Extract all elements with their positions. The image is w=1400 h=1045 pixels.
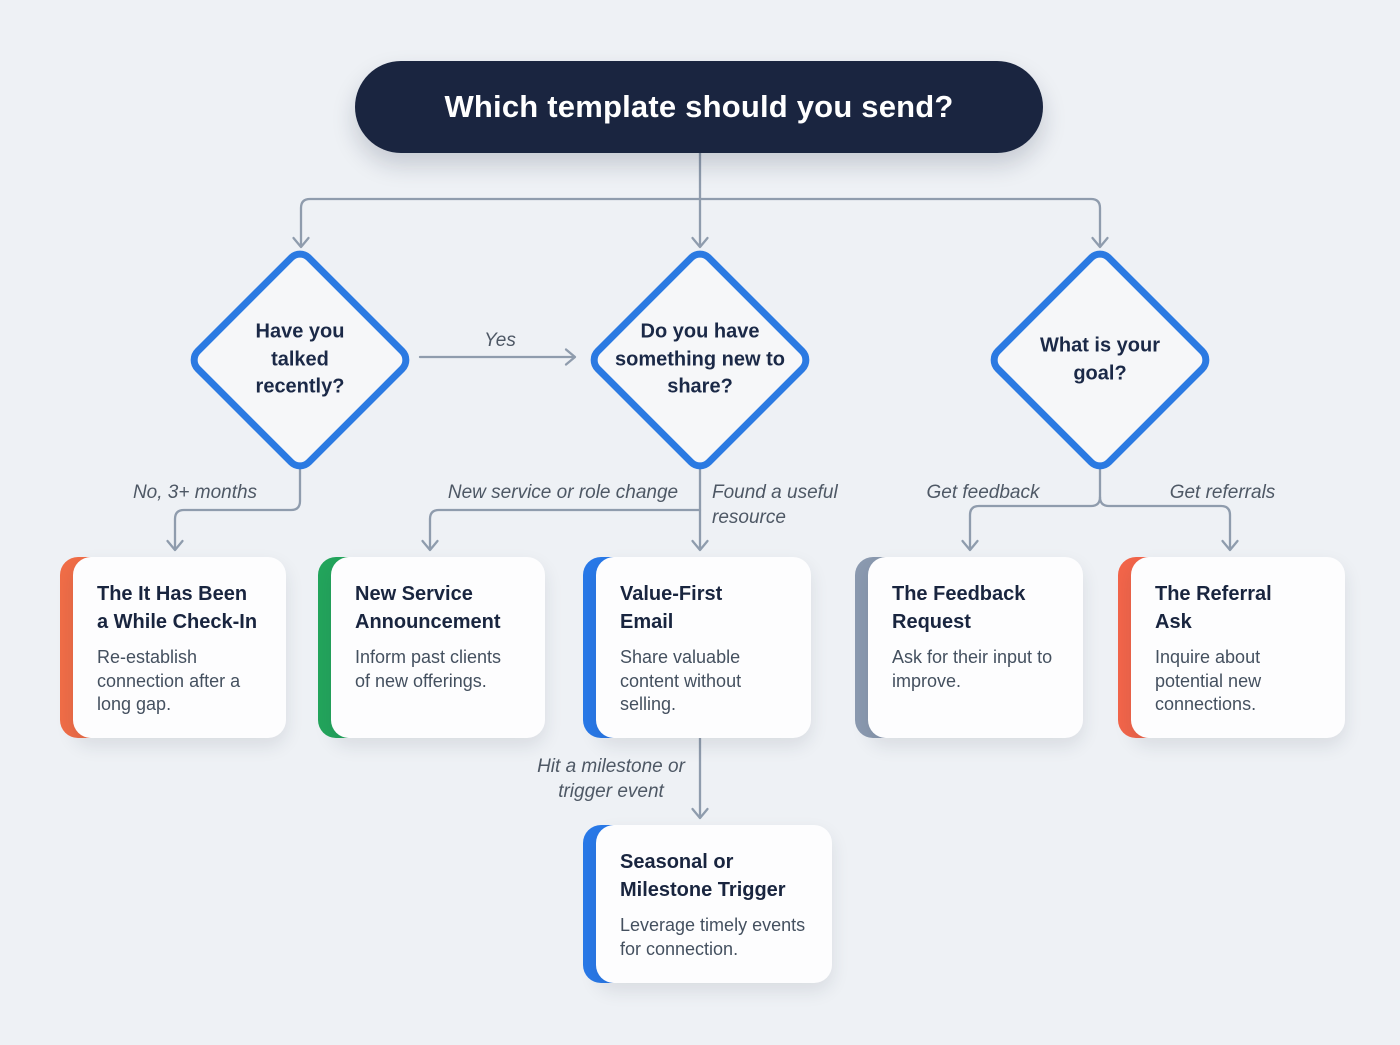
edge-label-no-months: No, 3+ months — [132, 482, 258, 503]
card-new-service: New Service Announcement Inform past cli… — [318, 557, 545, 738]
card-title: The Referral Ask — [1155, 583, 1272, 634]
card-description: Ask for their input to improve. — [892, 646, 1053, 691]
flowchart-title-pill: Which template should you send? — [355, 61, 1043, 153]
card-title: New Service Announcement — [355, 583, 501, 634]
decision-label: Have you talked recently? — [255, 320, 345, 398]
card-title: The Feedback Request — [892, 583, 1026, 634]
card-title: Seasonal or Milestone Trigger — [620, 851, 786, 902]
card-body: The Referral Ask Inquire about potential… — [1131, 557, 1345, 738]
card-description: Inform past clients of new offerings. — [355, 646, 502, 691]
decision-goal: What is your goal? — [984, 244, 1216, 476]
decision-label: Do you have something new to share? — [615, 320, 785, 398]
edge-label-milestone: Hit a milestone or trigger event — [537, 756, 685, 802]
flowchart-title: Which template should you send? — [444, 89, 954, 124]
card-description: Leverage timely events for connection. — [620, 914, 806, 959]
edge-label-new-service: New service or role change — [447, 482, 679, 503]
card-body: Value-First Email Share valuable content… — [596, 557, 811, 738]
card-value-first: Value-First Email Share valuable content… — [583, 557, 811, 738]
card-body: The Feedback Request Ask for their input… — [868, 557, 1083, 738]
edge-label-found-resource: Found a useful resource — [712, 482, 838, 528]
card-description: Re-establish connection after a long gap… — [97, 646, 241, 715]
card-body: New Service Announcement Inform past cli… — [331, 557, 545, 738]
edge-label-get-feedback: Get feedback — [926, 482, 1040, 503]
card-description: Share valuable content without selling. — [620, 646, 742, 715]
decision-something-new: Do you have something new to share? — [584, 244, 816, 476]
decision-talked-recently: Have you talked recently? — [184, 244, 416, 476]
card-body: The It Has Been a While Check-In Re-esta… — [73, 557, 286, 738]
card-seasonal-trigger: Seasonal or Milestone Trigger Leverage t… — [583, 825, 832, 983]
card-description: Inquire about potential new connections. — [1155, 646, 1262, 715]
card-title: Value-First Email — [620, 583, 723, 634]
edge-label-yes: Yes — [484, 330, 516, 351]
card-title: The It Has Been a While Check-In — [97, 583, 258, 634]
edge-label-get-referrals: Get referrals — [1169, 482, 1276, 503]
card-feedback-request: The Feedback Request Ask for their input… — [855, 557, 1083, 738]
card-referral-ask: The Referral Ask Inquire about potential… — [1118, 557, 1345, 738]
card-body: Seasonal or Milestone Trigger Leverage t… — [596, 825, 832, 983]
card-check-in: The It Has Been a While Check-In Re-esta… — [60, 557, 286, 738]
decision-label: What is your goal? — [1039, 334, 1160, 384]
